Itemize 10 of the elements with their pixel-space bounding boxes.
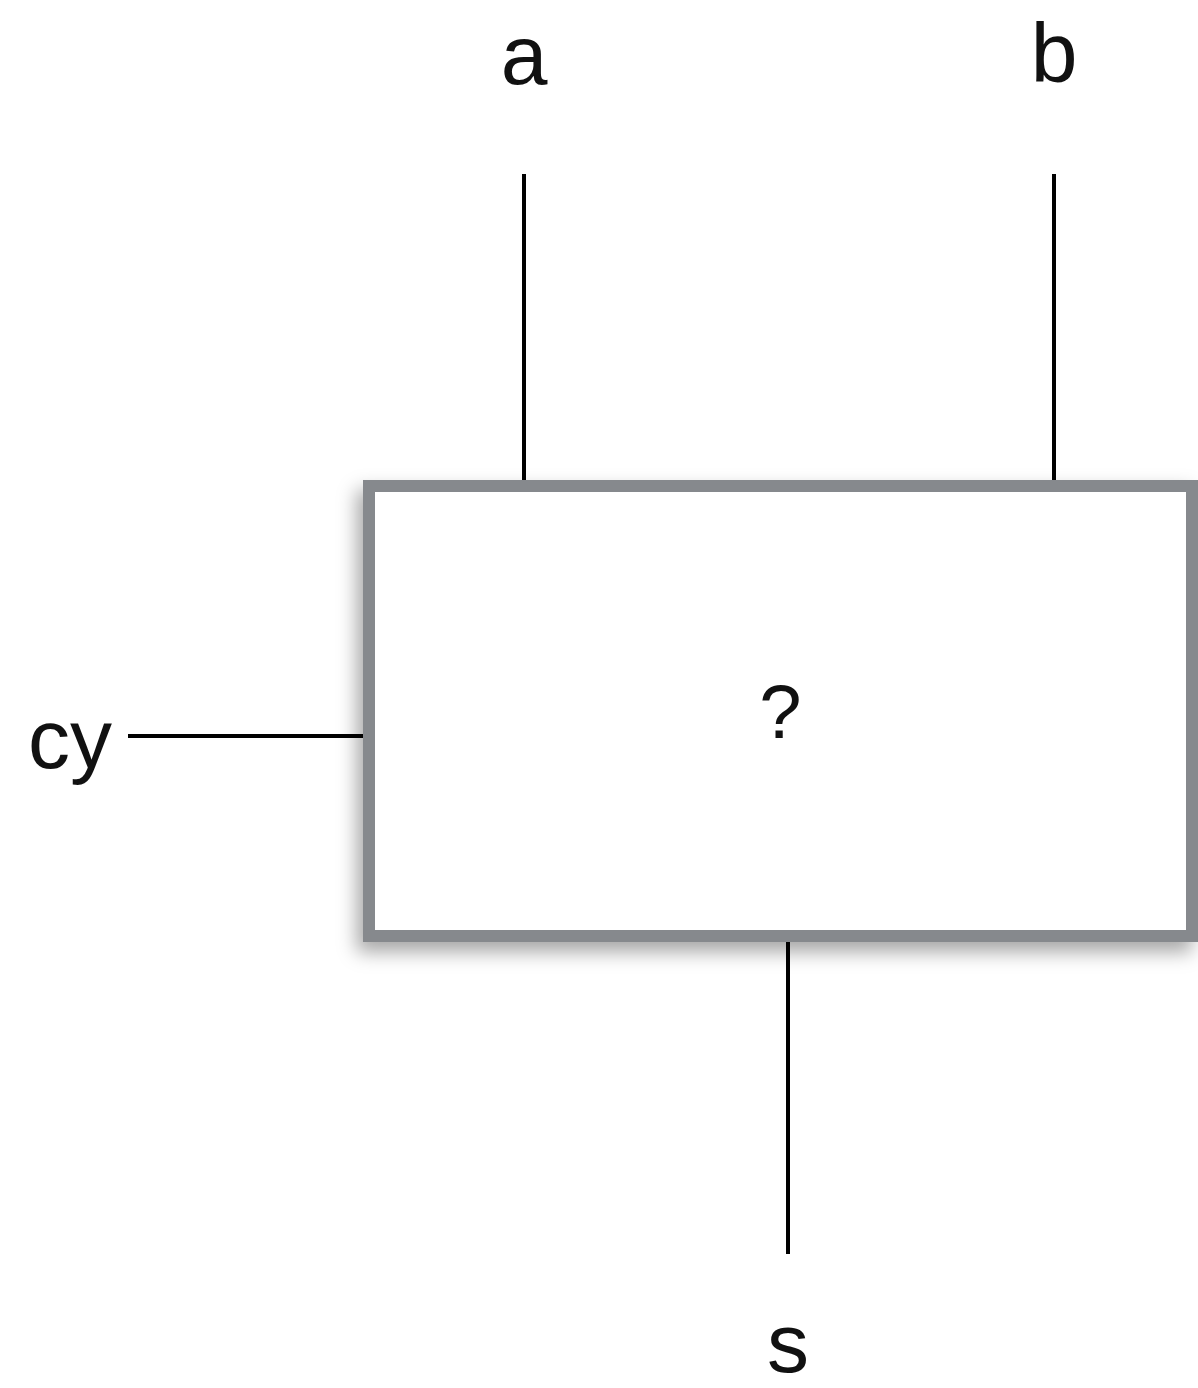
signal-label: s — [753, 1300, 823, 1386]
connector-line — [1052, 174, 1056, 480]
signal-label: a — [489, 12, 559, 98]
signal-label: cy — [14, 690, 126, 788]
signal-label: b — [1019, 4, 1089, 102]
connector-line — [522, 174, 526, 480]
connector-line — [128, 734, 363, 738]
node-label: ? — [759, 667, 802, 755]
process-box — [363, 480, 1198, 942]
connector-line — [786, 942, 790, 1254]
